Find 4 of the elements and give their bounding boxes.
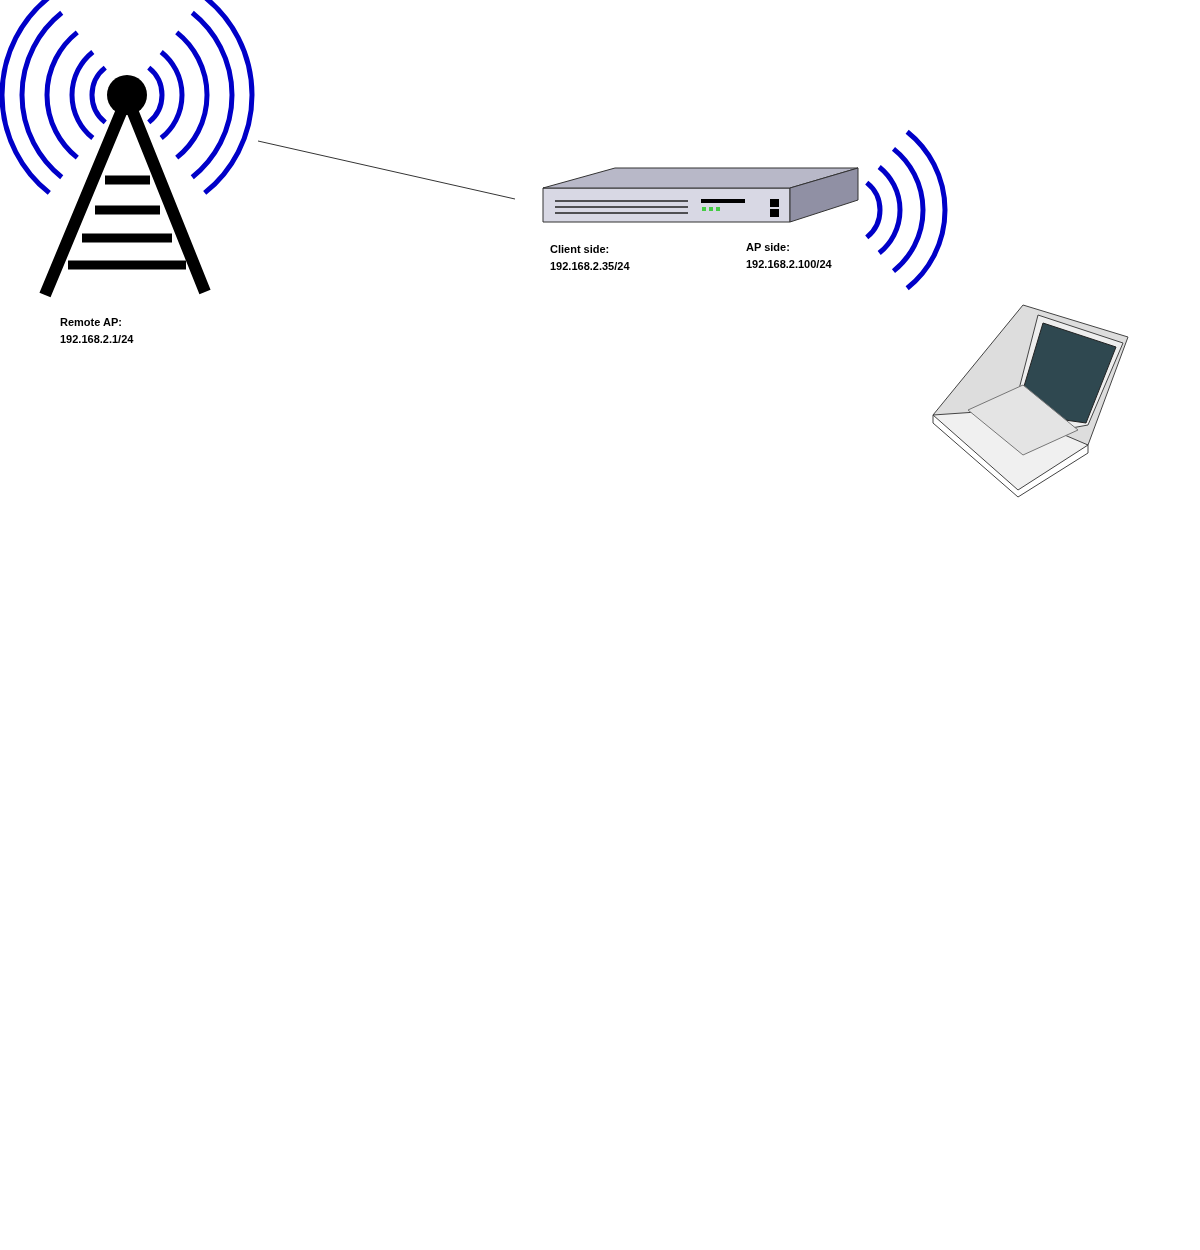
ip-address-label: Client side: 192.168.2.35/24 <box>550 242 631 274</box>
ip-address-label: AP side: 192.168.2.100/24 <box>746 240 833 272</box>
connection-line <box>257 140 516 200</box>
ip-address-label: Remote AP: 192.168.2.1/24 <box>60 315 135 347</box>
